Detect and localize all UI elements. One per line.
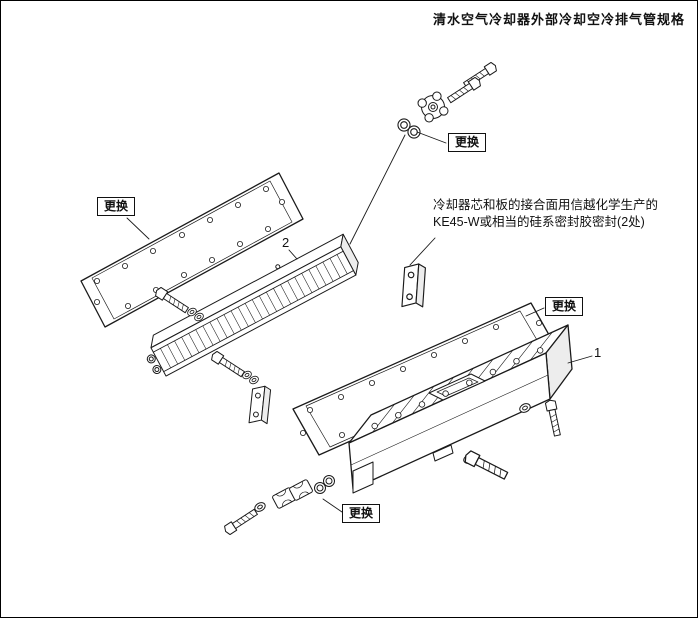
leader-part-1 bbox=[567, 355, 593, 364]
leader-flange-to-core bbox=[349, 134, 406, 245]
leader-part-2 bbox=[288, 249, 298, 260]
sealant-note-line1: 冷却器芯和板的接合面用信越化学生产的 bbox=[433, 198, 659, 212]
core-pipe-stubs bbox=[146, 354, 162, 375]
tank-foot bbox=[352, 461, 374, 494]
leader-replace-top bbox=[416, 131, 447, 144]
outlet-flange bbox=[417, 91, 449, 123]
leader-sealant-note bbox=[409, 237, 436, 266]
page-title: 清水空气冷却器外部冷却空冷排气管规格 bbox=[432, 12, 685, 27]
clamp-bolt bbox=[222, 507, 260, 537]
tank-drain-tab bbox=[432, 444, 454, 462]
leader-replace-right bbox=[525, 307, 545, 317]
gasket-plate-left bbox=[80, 172, 304, 328]
part-number-2: 2 bbox=[282, 235, 290, 250]
flange-bolt bbox=[445, 75, 483, 105]
part-number-1: 1 bbox=[594, 345, 602, 360]
replace-label-right: 更换 bbox=[545, 297, 584, 316]
replace-label-left-text: 更换 bbox=[104, 199, 129, 213]
o-ring bbox=[323, 475, 335, 487]
replace-label-bottom-text: 更换 bbox=[349, 506, 374, 520]
replace-label-bottom: 更换 bbox=[342, 504, 381, 523]
mounting-bracket-upper bbox=[401, 262, 427, 309]
leader-lines bbox=[126, 131, 593, 513]
sealant-note-line2: KE45-W或相当的硅系密封胶密封(2处) bbox=[433, 215, 645, 229]
replace-label-right-text: 更换 bbox=[552, 299, 577, 313]
replace-label-top-text: 更换 bbox=[455, 135, 480, 149]
leader-replace-left bbox=[126, 217, 150, 240]
core-bolt-lower bbox=[209, 349, 247, 379]
sealant-note: 冷却器芯和板的接合面用信越化学生产的 KE45-W或相当的硅系密封胶密封(2处) bbox=[433, 197, 658, 231]
replace-label-left: 更换 bbox=[97, 197, 136, 216]
tank-bolt-diagonal bbox=[462, 449, 510, 482]
o-ring bbox=[314, 482, 326, 494]
core-fins bbox=[160, 254, 348, 369]
leader-replace-bottom bbox=[322, 498, 343, 513]
tank-bolt-vertical bbox=[544, 398, 563, 437]
air-tank-housing bbox=[348, 324, 573, 494]
mounting-bracket-lower bbox=[248, 384, 272, 426]
replace-label-top: 更换 bbox=[448, 133, 487, 152]
